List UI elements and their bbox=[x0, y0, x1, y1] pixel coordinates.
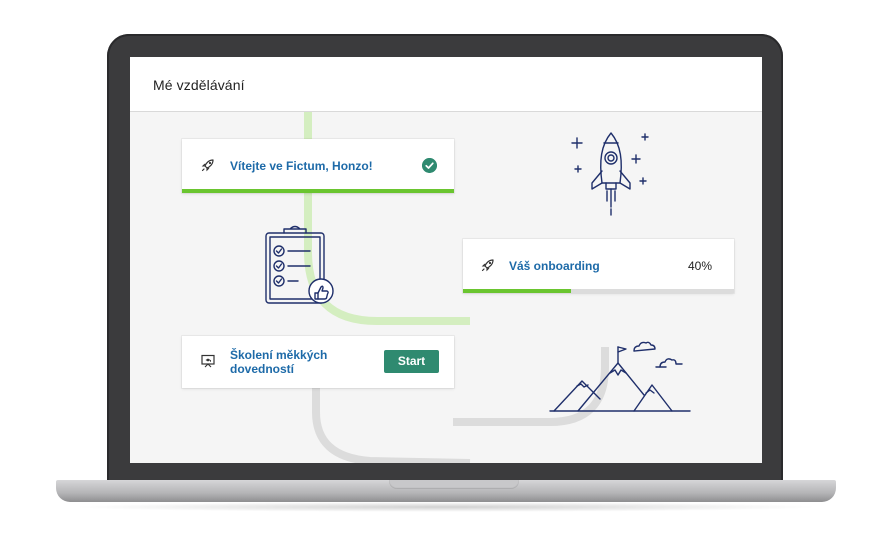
page-title: Mé vzdělávání bbox=[153, 77, 245, 93]
module-card-soft-skills[interactable]: Školení měkkých dovedností Start bbox=[182, 336, 454, 388]
progress-percent: 40% bbox=[687, 259, 712, 273]
checklist-clipboard-illustration bbox=[265, 225, 334, 304]
mountains-flag-illustration bbox=[549, 341, 691, 412]
check-circle-icon bbox=[422, 158, 437, 173]
screen: Mé vzdělávání Vítejte ve Fictum, Honzo! bbox=[130, 57, 762, 463]
path-segment-upcoming bbox=[312, 388, 471, 463]
laptop-base bbox=[56, 480, 836, 502]
start-button[interactable]: Start bbox=[384, 350, 439, 373]
path-segment-upcoming bbox=[453, 347, 609, 426]
path-segment-completed bbox=[304, 112, 470, 325]
progress-fill bbox=[182, 189, 454, 193]
rocket-icon bbox=[201, 159, 214, 172]
learning-path bbox=[304, 112, 609, 463]
laptop-shadow bbox=[70, 502, 822, 512]
module-title[interactable]: Vítejte ve Fictum, Honzo! bbox=[230, 159, 373, 173]
module-card-welcome[interactable]: Vítejte ve Fictum, Honzo! bbox=[182, 139, 454, 193]
module-card-onboarding[interactable]: Váš onboarding 40% bbox=[463, 239, 734, 293]
presentation-icon bbox=[201, 354, 215, 368]
laptop-notch bbox=[389, 480, 519, 489]
progress-track bbox=[182, 189, 454, 193]
progress-track bbox=[463, 289, 734, 293]
module-title[interactable]: Váš onboarding bbox=[509, 259, 600, 273]
rocket-icon bbox=[481, 259, 494, 272]
screen-header: Mé vzdělávání bbox=[130, 57, 762, 112]
progress-fill bbox=[463, 289, 572, 293]
rocket-illustration bbox=[571, 132, 649, 216]
module-title[interactable]: Školení měkkých dovedností bbox=[230, 348, 328, 376]
